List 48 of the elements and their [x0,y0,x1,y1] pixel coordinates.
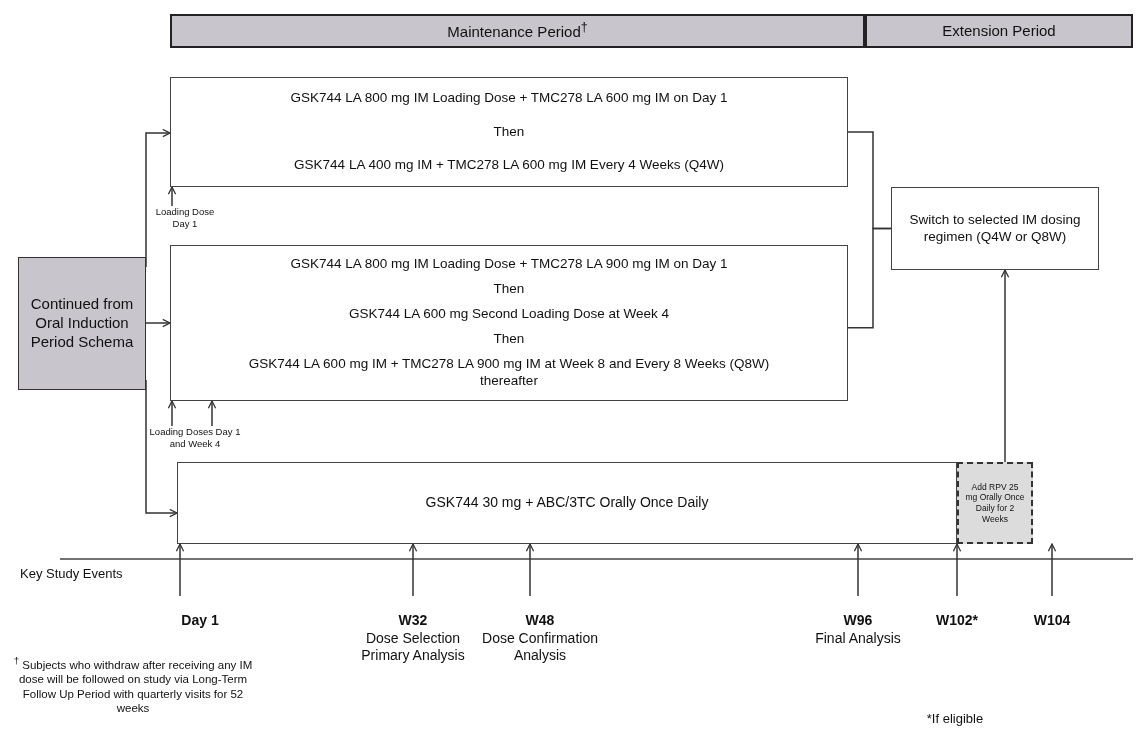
arrow [145,318,171,328]
arrow [167,186,177,207]
event-label: W32 [398,612,428,630]
arrow [1047,543,1057,597]
period-title: Maintenance Period$^{†}$ [447,20,588,42]
arrow [1000,269,1010,463]
regimen-box [170,245,848,401]
axis-label: Key Study Events [20,566,124,583]
period-band [170,14,865,48]
regimen-box [170,77,848,187]
period-band [865,14,1133,48]
regimen-box [957,462,1033,544]
bracket-line [847,227,892,329]
box-text: Then [493,281,525,298]
arrow [175,543,185,597]
box-text: GSK744 LA 600 mg IM + TMC278 LA 900 mg IM at Week 8 and Every 8 Weeks (Q8W) thereafter [247,356,771,390]
box-text: GSK744 LA 800 mg IM Loading Dose + TMC278 LA 600 mg IM on Day 1 [290,90,728,108]
regimen-box [177,462,957,544]
event-description: Dose Selection Primary Analysis [360,629,466,665]
annotation-text: Loading Dose Day 1 [154,206,216,230]
box-text: GSK744 30 mg + ABC/3TC Orally Once Daily [425,494,709,512]
event-label: W104 [1033,612,1071,630]
event-description: Dose Confirmation Analysis [481,629,599,665]
box-text: Then [493,331,525,348]
event-description: Final Analysis [815,629,901,647]
process-box [18,257,146,390]
box-text: GSK744 LA 400 mg IM + TMC278 LA 600 mg IM Every 4 Weeks (Q4W) [294,156,724,174]
box-text: Continued from Oral Induction Period Schema [29,295,135,352]
footnote: *If eligible [925,711,985,728]
event-label: Day 1 [181,612,219,630]
event-label: W48 [525,612,555,630]
box-text: Then [493,123,525,141]
arrow [525,543,535,597]
box-text: Add RPV 25 mg Orally Once Daily for 2 Weeks [965,481,1025,525]
arrow [408,543,418,597]
box-text: GSK744 LA 600 mg Second Loading Dose at Week 4 [348,306,670,323]
arrow [167,400,177,427]
arrow [952,543,962,597]
footnote: $^{†}$ Subjects who withdraw after receiving any IM dose will be followed on study via Long-Term Follow Up Period with quarterly visits for 52 weeks [12,655,254,716]
arrow [207,400,217,427]
regimen-box [891,187,1099,270]
annotation-text: Loading Doses Day 1 and Week 4 [148,426,242,450]
event-label: W102* [936,612,978,630]
box-text: GSK744 LA 800 mg IM Loading Dose + TMC278 LA 900 mg IM on Day 1 [290,256,728,273]
box-text: Switch to selected IM dosing regimen (Q4W or Q8W) [908,211,1082,246]
arrow [853,543,863,597]
event-label: W96 [843,612,873,630]
period-title: Extension Period [942,21,1056,41]
